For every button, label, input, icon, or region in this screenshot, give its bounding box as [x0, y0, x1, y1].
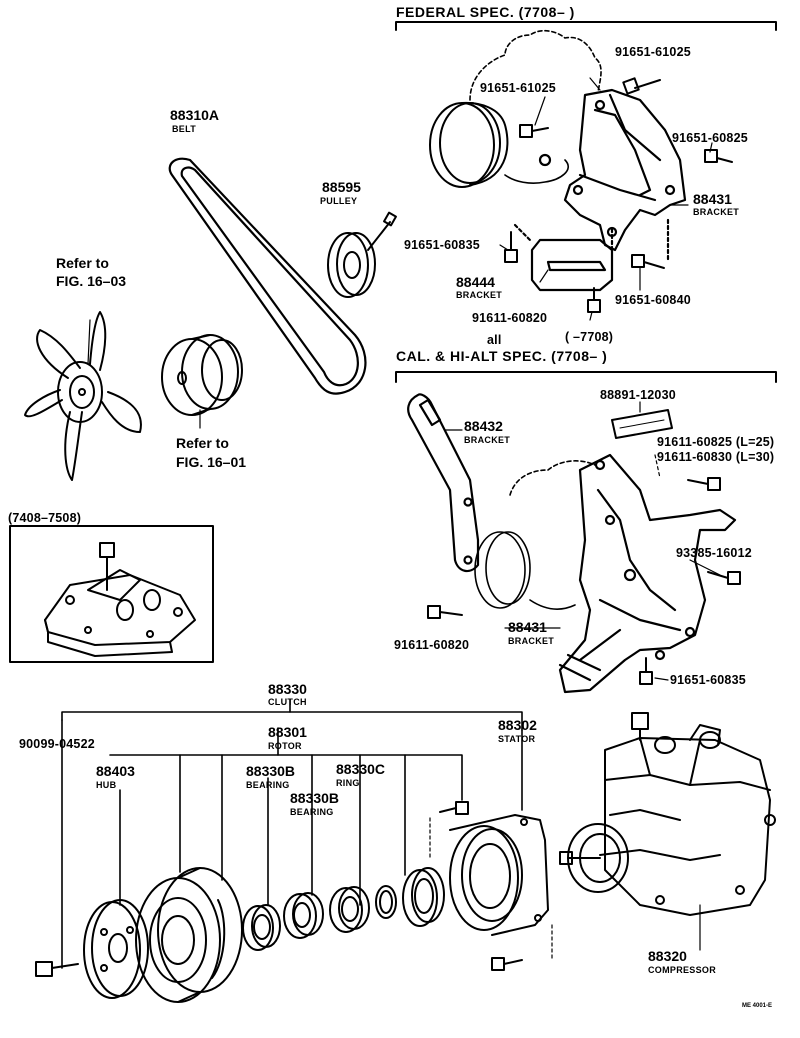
clutch-bearings — [242, 885, 397, 951]
label-88330: 88330 — [268, 681, 307, 697]
label-91611-60825-l25: 91611-60825 (L=25) — [657, 435, 775, 449]
label-refer-fan-1: Refer to — [56, 255, 109, 271]
clutch-seal — [402, 867, 445, 927]
pulley-88595 — [327, 211, 397, 298]
label-88595: 88595 — [322, 179, 361, 195]
label-88891-12030: 88891-12030 — [600, 388, 676, 402]
label-88431-federal-desc: BRACKET — [693, 207, 740, 217]
label-88432-desc: BRACKET — [464, 435, 511, 445]
label-91611-60820-federal: 91611-60820 — [472, 311, 548, 325]
label-91651-60835-federal: 91651-60835 — [404, 238, 480, 252]
label-88330b-b-desc: BEARING — [290, 807, 334, 817]
label-91651-60825: 91651-60825 — [672, 131, 748, 145]
label-88310a-desc: BELT — [172, 124, 197, 134]
cal-spec-header: CAL. & HI-ALT SPEC. (7708– ) — [396, 348, 608, 364]
label-88432: 88432 — [464, 418, 503, 434]
label-88403-desc: HUB — [96, 780, 117, 790]
label-88403: 88403 — [96, 763, 135, 779]
federal-leaders — [499, 77, 713, 321]
label-88330b-b: 88330B — [290, 790, 340, 806]
hub-bolt — [35, 961, 79, 977]
label-88431-federal: 88431 — [693, 191, 732, 207]
label-90099-04522: 90099-04522 — [19, 737, 95, 751]
label-91611-60820-cal: 91611-60820 — [394, 638, 470, 652]
label-88301: 88301 — [268, 724, 307, 740]
inset-range-label: (7408–7508) — [8, 511, 82, 525]
label-88330b-a: 88330B — [246, 763, 296, 779]
figure-code: ME 4001-E — [742, 1003, 773, 1009]
label-88444: 88444 — [456, 274, 495, 290]
cal-spec-frame — [395, 371, 777, 383]
clutch-stator — [429, 814, 553, 961]
label-88330-desc: CLUTCH — [268, 697, 307, 707]
cal-compressor-outline — [474, 460, 596, 610]
crankshaft-pulley — [161, 334, 243, 429]
belt-88310a — [168, 157, 367, 395]
clutch-screws — [439, 801, 523, 971]
federal-spec-frame — [395, 21, 777, 31]
label-91651-60840: 91651-60840 — [615, 293, 691, 307]
fan-assembly — [24, 311, 142, 481]
label-88330b-a-desc: BEARING — [246, 780, 290, 790]
label-88301-desc: ROTOR — [268, 741, 302, 751]
label-93385-16012: 93385-16012 — [676, 546, 752, 560]
label-range-7708: ( –7708) — [565, 330, 614, 344]
federal-spec-header: FEDERAL SPEC. (7708– ) — [396, 4, 575, 20]
label-91651-61025-b: 91651-61025 — [480, 81, 556, 95]
label-refer-fan-2: FIG. 16–03 — [56, 273, 127, 289]
label-88444-desc: BRACKET — [456, 290, 503, 300]
federal-bracket-88431 — [538, 88, 687, 252]
label-88302: 88302 — [498, 717, 537, 733]
label-91651-60835-cal: 91651-60835 — [670, 673, 746, 687]
label-refer-crank-2: FIG. 16–01 — [176, 454, 247, 470]
clutch-frame — [61, 699, 523, 969]
label-88330c: 88330C — [336, 761, 386, 777]
federal-bracket-88444 — [513, 218, 670, 292]
cal-bolts — [427, 477, 741, 685]
label-refer-crank-1: Refer to — [176, 435, 229, 451]
federal-compressor-pulley — [429, 101, 509, 188]
federal-compressor-outline — [469, 29, 602, 184]
label-88310a: 88310A — [170, 107, 220, 123]
compressor-88320 — [559, 712, 776, 951]
label-88330c-desc: RING — [336, 778, 360, 788]
clutch-rotor — [135, 867, 243, 1003]
inset-frame — [9, 525, 214, 663]
label-88595-desc: PULLEY — [320, 196, 358, 206]
cal-label-plate — [611, 409, 673, 439]
cal-bracket-88432 — [407, 393, 480, 573]
label-88431-cal-desc: BRACKET — [508, 636, 555, 646]
label-88431-cal: 88431 — [508, 619, 547, 635]
label-88302-desc: STATOR — [498, 734, 536, 744]
clutch-hub — [83, 899, 149, 999]
cal-bracket-88431 — [558, 453, 737, 694]
label-91611-60830-l30: 91611-60830 (L=30) — [657, 450, 775, 464]
inset-compressor-head — [44, 542, 196, 657]
label-88320-desc: COMPRESSOR — [648, 965, 717, 975]
label-all: all — [487, 333, 502, 347]
label-91651-61025-a: 91651-61025 — [615, 45, 691, 59]
label-88320: 88320 — [648, 948, 687, 964]
cal-leaders — [444, 401, 721, 681]
